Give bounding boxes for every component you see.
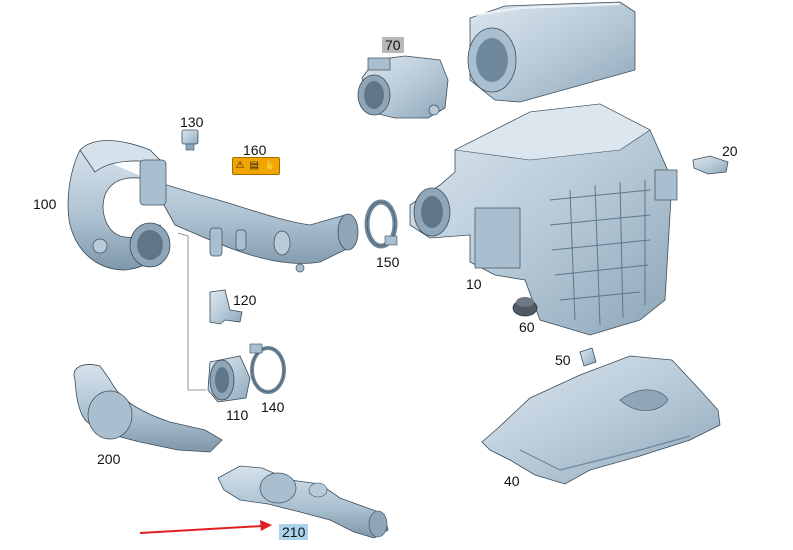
part-150-hose-clamp	[364, 199, 398, 249]
manual-icon: ▤	[249, 160, 259, 171]
callout-20[interactable]: 20	[722, 143, 738, 159]
warning-triangle-icon: ⚠	[235, 160, 245, 171]
air-filter-cover	[467, 1, 636, 103]
assembly-guide-line	[177, 232, 206, 391]
part-100-intake-pipe	[67, 140, 359, 273]
part-110-hose-connector	[207, 355, 251, 403]
hand-icon: ✋	[264, 160, 277, 171]
callout-50[interactable]: 50	[555, 352, 571, 368]
callout-150[interactable]: 150	[376, 254, 400, 270]
callout-110[interactable]: 110	[226, 407, 249, 423]
part-140-hose-clamp	[249, 343, 286, 394]
callout-100[interactable]: 100	[33, 196, 57, 212]
part-200-air-duct	[73, 364, 223, 453]
callout-200[interactable]: 200	[97, 451, 121, 467]
callout-40[interactable]: 40	[504, 473, 520, 489]
part-210-air-duct	[217, 465, 389, 539]
part-20-sensor	[692, 155, 729, 175]
callout-120[interactable]: 120	[233, 292, 257, 308]
part-70-air-mass-sensor	[357, 55, 449, 119]
part-130-sensor	[181, 129, 199, 151]
part-10-air-filter-housing	[409, 103, 678, 336]
callout-160[interactable]: 160	[243, 142, 267, 158]
part-120-valve	[209, 289, 243, 325]
indicator-arrow	[139, 520, 272, 534]
callout-70[interactable]: 70	[382, 37, 404, 53]
callout-130[interactable]: 130	[180, 114, 204, 130]
warning-label-160: ⚠ ▤ ✋	[232, 157, 280, 175]
part-60-rubber-mount	[512, 297, 538, 317]
callout-10[interactable]: 10	[466, 276, 482, 292]
callout-140[interactable]: 140	[261, 399, 285, 415]
part-40-shield	[481, 355, 721, 485]
callout-210[interactable]: 210	[279, 524, 309, 540]
callout-60[interactable]: 60	[519, 319, 535, 335]
part-50-clip	[579, 347, 597, 367]
